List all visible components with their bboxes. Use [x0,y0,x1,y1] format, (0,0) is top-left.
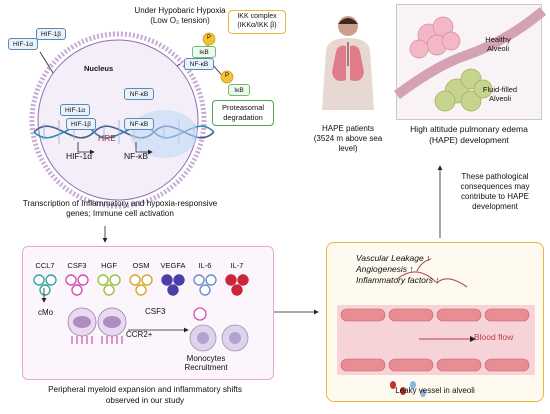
cytokine-label: OSM [132,261,150,270]
nucleus-nfkb-pill-bound: NF-κB [124,118,154,130]
monocytes-label-line2: Recruitment [184,363,228,372]
alveoli-illustration [394,7,547,112]
nucleus-hif1b-pill: HIF-1β [66,118,96,130]
vessel-consequence-text: Vascular Leakage [356,253,424,263]
csf3-arrow-icon [128,327,189,333]
nfkb-pill-complex: NF-κB [184,58,214,70]
fluid-alveoli-line1: Fluid-filled [482,85,518,94]
cmo-arrow-icon [41,288,47,303]
ccr2-label: CCR2+ [126,330,153,339]
healthy-alveoli-line1: Healthy [485,35,511,44]
nucleus-label: Nucleus [84,64,114,73]
vessel-consequence-item: Angiogenesis ↑ [356,264,414,275]
peripheral-line1: Peripheral myeloid expansion and inflamm… [48,385,242,394]
proteasome-box: Proteasomal degradation [212,100,274,126]
consequences-line3: contribute to HAPE [460,192,530,201]
patient-figure-icon [322,16,374,110]
consequences-line1: These pathological [461,172,529,181]
cytokine-label: IL-6 [198,261,212,270]
outside-hif1b-pill: HIF-1β [36,28,66,40]
ikb-pill-complex: IκB [192,46,216,58]
monocytes-label-line1: Monocytes [186,354,226,363]
alveoli-panel [394,4,547,120]
patients-line1: HAPE patients [321,124,375,133]
blood-flow-label: Blood flow [474,332,514,342]
proteasome-line1: Proteasomal [221,103,265,112]
cytokine-panel [22,246,274,380]
healthy-alveoli-line2: Alveoli [486,44,510,53]
fluid-alveoli-line2: Alveoli [488,94,512,103]
cytokine-cluster-icon [129,274,153,296]
cytokine-cluster-icon [65,274,89,296]
csf3-label: CSF3 [145,307,166,316]
up-arrow-icon: ↑ [423,253,431,263]
transcription-line1: Transcription of Inflammatory and hypoxi… [22,199,218,208]
hape-line2: (HAPE) development [429,135,509,145]
nucleus-hif1a-pill: HIF-1α [60,104,90,116]
up-arrow-icon: ↑ [407,264,414,274]
vessel-consequence-text: Inflammatory factors [356,275,433,285]
gene-hif1a-label: HIF-1α [66,151,93,161]
gene-nfkb-label: NF-κB [124,151,149,161]
patients-line3: level) [338,144,358,153]
consequences-line4: development [472,202,518,211]
cytokine-label: IL-7 [230,261,244,270]
ikk-line2: (IKKα/IKK β) [237,22,277,29]
hypoxia-title-line2: (Low O₂ tension) [150,16,210,25]
patients-line2: (3524 m above sea [313,134,383,143]
phosphate-icon-2 [220,70,234,84]
cmo-label: cMo [38,308,54,317]
cytokine-cluster-icon [33,274,57,296]
ikb-pill-free: IκB [228,84,250,96]
transcription-start-arrow-nfkb [135,142,153,155]
monocyte-cells-icon [67,307,127,344]
up-arrow-icon: ↑ [433,275,440,285]
hypoxia-title-line1: Under Hypobaric Hypoxia [134,6,226,15]
cell-membrane [29,31,215,209]
ikk-line1: IKK complex [237,13,277,20]
cytokine-cluster-icon [97,274,121,296]
transcription-start-arrow-hif [77,142,95,155]
hape-line1: High altitude pulmonary edema [410,124,528,134]
consequences-line2: consequences may [460,182,530,191]
cytokine-cluster-icon [161,274,185,296]
nucleus-nfkb-pill-top: NF-κB [124,88,154,100]
proteasome-line2: degradation [223,113,263,122]
leaky-vessel-illustration [337,258,535,397]
ikk-complex-box: IKK complex (IKKα/IKK β) [228,10,286,34]
vessel-consequence-text: Angiogenesis [356,264,408,274]
phosphate-label: P [206,35,211,41]
phosphate-icon [202,32,216,46]
cytokine-cluster-icon [225,274,249,296]
peripheral-line2: observed in our study [105,396,185,405]
cytokine-label: CSF3 [67,261,87,270]
transcription-line2: genes; Immune cell activation [66,209,174,218]
cytokine-label: CCL7 [35,261,55,270]
cytokine-label: HGF [101,261,117,270]
vessel-consequence-item: Vascular Leakage ↑ [356,253,431,264]
outside-hif1a-pill: HIF-1α [8,38,38,50]
vessel-consequence-item: Inflammatory factors ↑ [356,275,440,286]
cytokine-label: VEGFA [160,261,186,270]
phosphate-label-2: P [224,73,229,79]
hre-label: HRE [98,133,116,143]
vessel-panel [326,242,544,402]
recruited-monocytes-icon [189,324,249,352]
csf3-bubble-icon [193,307,207,321]
cytokine-cluster-icon [193,274,217,296]
leaky-vessel-label: Leaky vessel in alveoli [395,386,475,395]
